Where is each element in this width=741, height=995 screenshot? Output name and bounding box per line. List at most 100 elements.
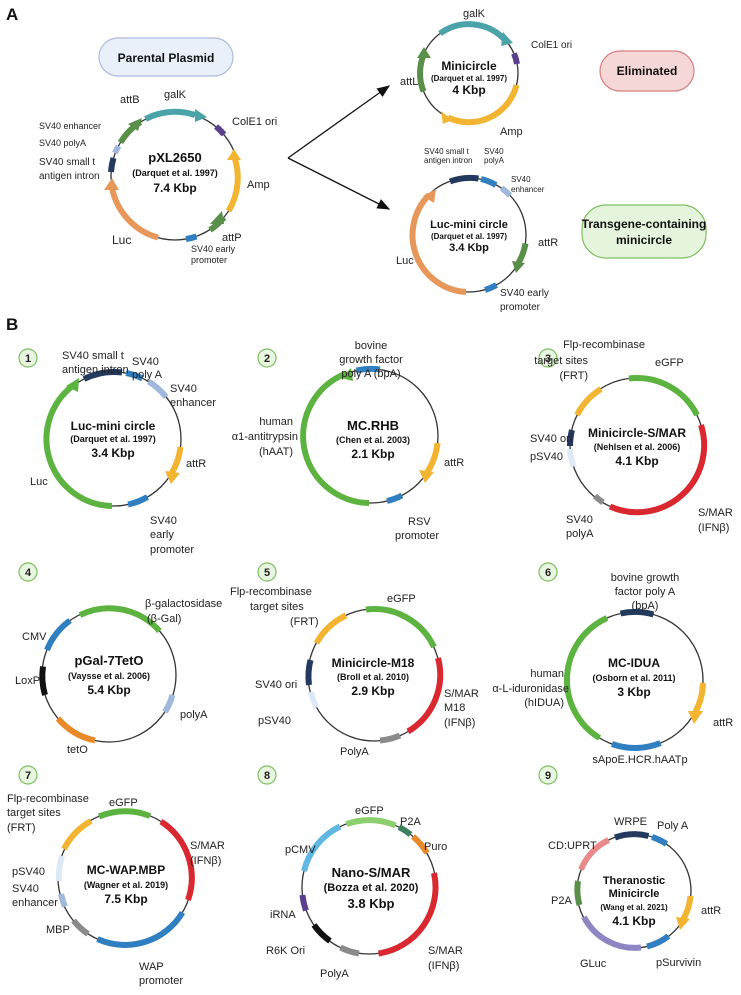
- lm-polya-segment: [480, 176, 498, 188]
- p6-attr-arrow: [688, 711, 703, 724]
- luc-segment: [109, 186, 159, 241]
- galk-arrow: [195, 109, 207, 122]
- p1-label-e2: early: [150, 529, 174, 541]
- lm-label-early1: SV40 early: [500, 288, 549, 299]
- p5-ref: (Broll et al. 2010): [337, 672, 409, 682]
- p7-enh-segment: [58, 893, 68, 908]
- p6-promoter-segment: [610, 740, 662, 751]
- p1-ref: (Darquet et al. 1997): [70, 434, 156, 444]
- plasmid-8-badge: [257, 765, 277, 785]
- lm-label-early2: promoter: [500, 302, 541, 313]
- p5-size: 2.9 Kbp: [351, 684, 394, 698]
- plasmid-5-number: 5: [264, 567, 270, 579]
- p9-attr-segment: [679, 895, 694, 923]
- mc-attl-segment: [417, 52, 427, 93]
- p4-bgal-segment: [78, 605, 162, 634]
- p1-polya-segment: [125, 370, 144, 382]
- p3-frt-segment: [574, 386, 603, 417]
- plasmid-1-number: 1: [25, 353, 31, 365]
- p7-egfp-segment: [97, 808, 152, 820]
- p6-attr-segment: [692, 682, 706, 715]
- p2-label-b1: human: [259, 416, 293, 428]
- p1-attr-segment: [168, 446, 184, 476]
- p1-early-segment: [127, 494, 149, 508]
- p3-name: Minicircle-S/MAR: [588, 426, 686, 440]
- p4-ref: (Vaysse et al. 2006): [68, 671, 150, 681]
- p7-label-f2: promoter: [139, 975, 183, 987]
- label-attb: attB: [120, 94, 140, 106]
- p3-label-f1: S/MAR: [698, 507, 733, 519]
- p9-label-a: WRPE: [614, 816, 647, 828]
- p9-name2: Minicircle: [609, 888, 660, 900]
- p6-size: 3 Kbp: [617, 685, 650, 699]
- lucmini-map: Luc-mini circle (Darquet et al. 1997) 3.…: [396, 147, 558, 313]
- p9-polya-segment: [651, 834, 669, 847]
- p7-smar-segment: [159, 818, 195, 901]
- p7-wap-segment: [96, 910, 186, 948]
- p3-polya-segment: [592, 493, 605, 505]
- mc-galk-arrow: [501, 32, 513, 46]
- p1-label-e1: SV40: [150, 515, 177, 527]
- transgene-pill-line1: Transgene-containing: [582, 217, 707, 231]
- p8-label-b: P2A: [400, 816, 421, 828]
- plasmid-8-map: 8 Nano-S/MAR (Bozza et al. 2020) 3.8 Kbp…: [257, 765, 463, 980]
- transgene-pill: [581, 204, 707, 259]
- lm-label-polya2: polyA: [484, 156, 505, 165]
- p7-mbp-segment: [71, 918, 90, 937]
- p8-irna-segment: [299, 894, 309, 912]
- transgene-pill-line2: minicircle: [616, 233, 672, 247]
- p5-label-f1: S/MAR: [444, 688, 479, 700]
- label-sv40-polya: SV40 polyA: [39, 138, 86, 148]
- p1-label-c2: enhancer: [170, 397, 216, 409]
- minicircle-map: Minicircle (Darquet et al. 1997) 4 Kbp g…: [400, 8, 572, 138]
- parental-ref: (Darquet et al. 1997): [132, 168, 218, 178]
- mc-amp-segment: [446, 84, 520, 126]
- parental-plasmid-map: pXL2650 (Darquet et al. 1997) 7.4 Kbp at…: [39, 89, 277, 265]
- luc-arrow: [104, 178, 119, 190]
- p1-label-a2: antigen intron: [62, 364, 129, 376]
- p8-r6k-segment: [311, 923, 332, 944]
- p6-label-c: attR: [713, 717, 733, 729]
- p9-size: 4.1 Kbp: [612, 914, 655, 928]
- p2-haat-arrow: [341, 368, 353, 381]
- lm-luc-segment: [409, 192, 467, 295]
- p8-polya-segment: [339, 944, 360, 957]
- p8-label-f: R6K Ori: [266, 945, 305, 957]
- label-cole1: ColE1 ori: [232, 116, 277, 128]
- p8-label-g: PolyA: [320, 968, 349, 980]
- p5-label-e: PolyA: [340, 746, 369, 758]
- p2-haat-segment: [300, 370, 370, 506]
- p4-loxp-segment: [39, 666, 48, 696]
- p8-label-h2: (IFNβ): [428, 960, 459, 972]
- p3-sv40ori-segment: [567, 429, 575, 447]
- mc-name: Minicircle: [441, 59, 497, 73]
- p7-label-g2: (IFNβ): [190, 855, 221, 867]
- lm-attr-arrow: [512, 261, 525, 273]
- plasmid-7-badge: [18, 765, 38, 785]
- p6-ref: (Osborn et al. 2011): [592, 673, 675, 683]
- p2-rsv-segment: [386, 492, 404, 504]
- p1-name: Luc-mini circle: [71, 419, 156, 433]
- p4-size: 5.4 Kbp: [87, 683, 130, 697]
- p6-label-b3: (hIDUA): [524, 697, 564, 709]
- p7-label-d1: SV40: [12, 883, 39, 895]
- label-early1: SV40 early: [191, 244, 236, 254]
- p5-egfp-segment: [365, 606, 437, 649]
- label-amp: Amp: [247, 179, 270, 191]
- p9-psurvivin-segment: [646, 933, 671, 950]
- p5-label-f3: (IFNβ): [444, 717, 475, 729]
- p1-luc-segment: [43, 383, 113, 509]
- p1-label-b2: poly A: [132, 369, 163, 381]
- p6-name: MC-IDUA: [608, 656, 660, 670]
- p5-label-a3: (FRT): [290, 616, 319, 628]
- lm-small-t-segment: [448, 174, 479, 185]
- p3-size: 4.1 Kbp: [615, 454, 658, 468]
- label-galk: galK: [164, 89, 187, 101]
- p7-label-a1: Flp-recombinase: [7, 793, 89, 805]
- p4-polya-segment: [162, 694, 176, 714]
- p3-label-e1: SV40: [566, 514, 593, 526]
- amp-arrow: [227, 149, 241, 160]
- mc-galk-segment: [438, 21, 508, 43]
- p3-label-c: SV40 ori: [530, 433, 572, 445]
- p5-polya-segment: [379, 732, 402, 744]
